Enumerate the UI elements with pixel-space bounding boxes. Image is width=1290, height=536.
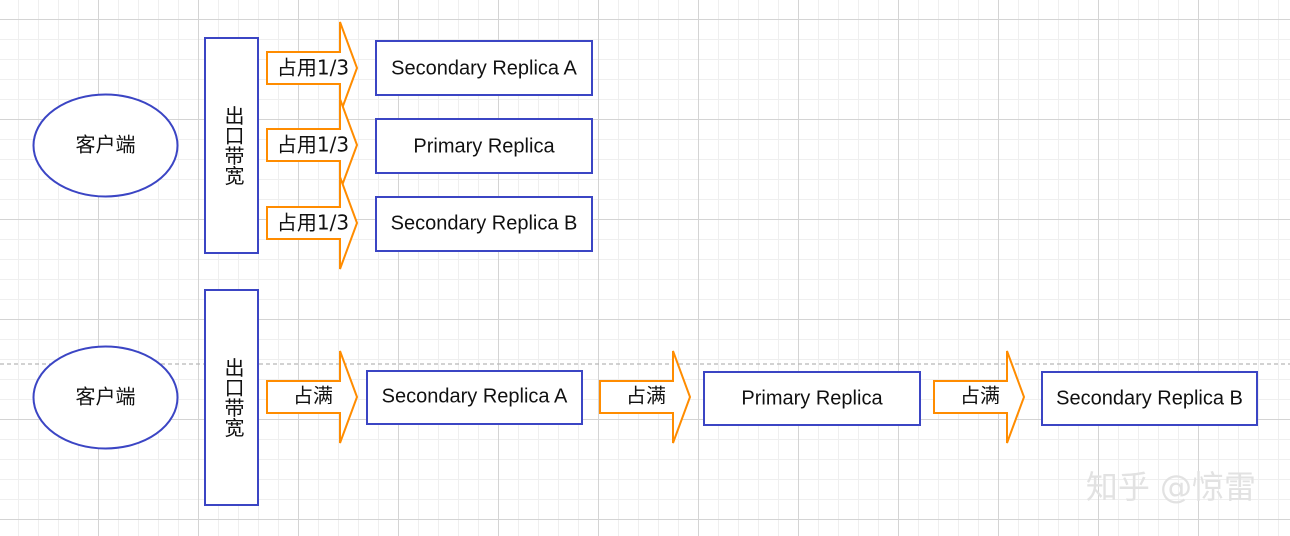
top-arrow-2 [266, 98, 359, 192]
top-primary-replica [375, 118, 593, 174]
bottom-client-node [32, 345, 179, 450]
top-egress-bandwidth-node [204, 37, 259, 254]
top-arrow-1-label: 占用1/3 [277, 56, 349, 80]
bottom-primary-replica [703, 371, 921, 426]
top-arrow-1 [266, 21, 359, 115]
top-secondary-replica-b [375, 196, 593, 252]
bottom-arrow-3-label: 占满 [960, 384, 1000, 408]
bottom-arrow-1-label: 占满 [293, 384, 333, 408]
bottom-egress-bandwidth-label: 出口带宽 [221, 357, 245, 437]
watermark-text: 知乎 @惊雷 [1086, 468, 1256, 506]
bottom-arrow-3 [933, 350, 1026, 444]
top-client-node [32, 93, 179, 198]
top-secondary-replica-a-label: Secondary Replica A [391, 57, 577, 79]
bottom-client-label: 客户端 [76, 385, 136, 409]
bottom-secondary-replica-a-label: Secondary Replica A [382, 385, 568, 407]
bottom-secondary-replica-a [366, 370, 583, 425]
top-egress-bandwidth-label: 出口带宽 [221, 105, 245, 185]
bottom-arrow-2-label: 占满 [626, 384, 666, 408]
top-secondary-replica-b-label: Secondary Replica B [391, 212, 578, 234]
bottom-arrow-1 [266, 350, 359, 444]
top-arrow-3-label: 占用1/3 [277, 211, 349, 235]
top-arrow-2-label: 占用1/3 [277, 133, 349, 157]
top-arrow-3 [266, 176, 359, 270]
bottom-primary-replica-label: Primary Replica [741, 387, 883, 409]
bottom-egress-bandwidth-node [204, 289, 259, 506]
top-secondary-replica-a [375, 40, 593, 96]
top-primary-replica-label: Primary Replica [413, 135, 555, 157]
bottom-secondary-replica-b [1041, 371, 1258, 426]
top-client-label: 客户端 [76, 133, 136, 157]
bottom-arrow-2 [599, 350, 692, 444]
bottom-secondary-replica-b-label: Secondary Replica B [1056, 387, 1243, 409]
